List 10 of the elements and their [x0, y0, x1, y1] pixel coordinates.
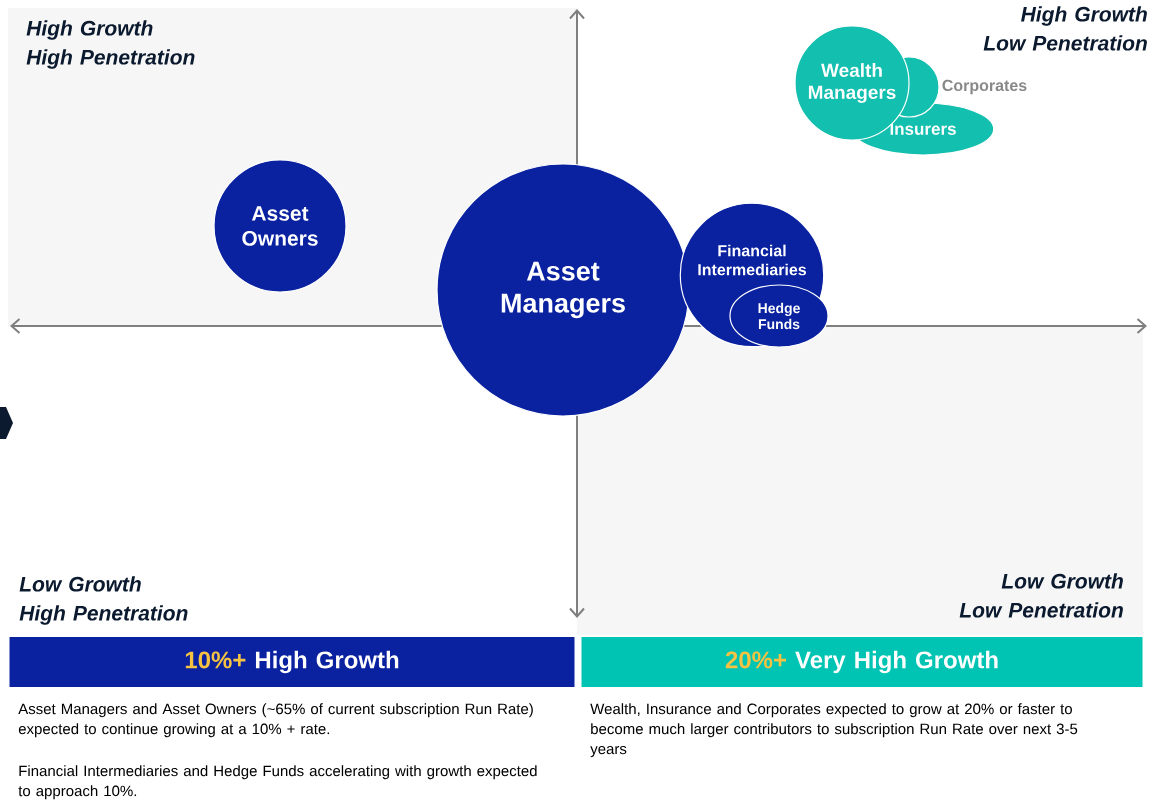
- description-text: Asset Managers and Asset Owners (~65% of current subscription Run Rate) expected to continue growing at a 10% + rate.: [18, 703, 533, 738]
- quadrant-label: High Growth High Penetration: [26, 20, 195, 69]
- quadrant-label: High Growth Low Penetration: [983, 6, 1147, 51]
- node-label: Corporates: [942, 79, 1027, 95]
- bubble: Asset Owners: [213, 159, 347, 293]
- description-text: Wealth, Insurance and Corporates expected to grow at 20% or faster to become much larger contributors to subscription Run Rate over next 3-5 years: [590, 703, 1078, 758]
- banner: 10%+ High Growth: [9, 637, 575, 687]
- banner: 20%+ Very High Growth: [581, 637, 1143, 687]
- description-text: Financial Intermediaries and Hedge Funds accelerating with growth expected to approach 10%.: [18, 765, 537, 800]
- quadrant-label: Low Growth Low Penetration: [959, 573, 1123, 618]
